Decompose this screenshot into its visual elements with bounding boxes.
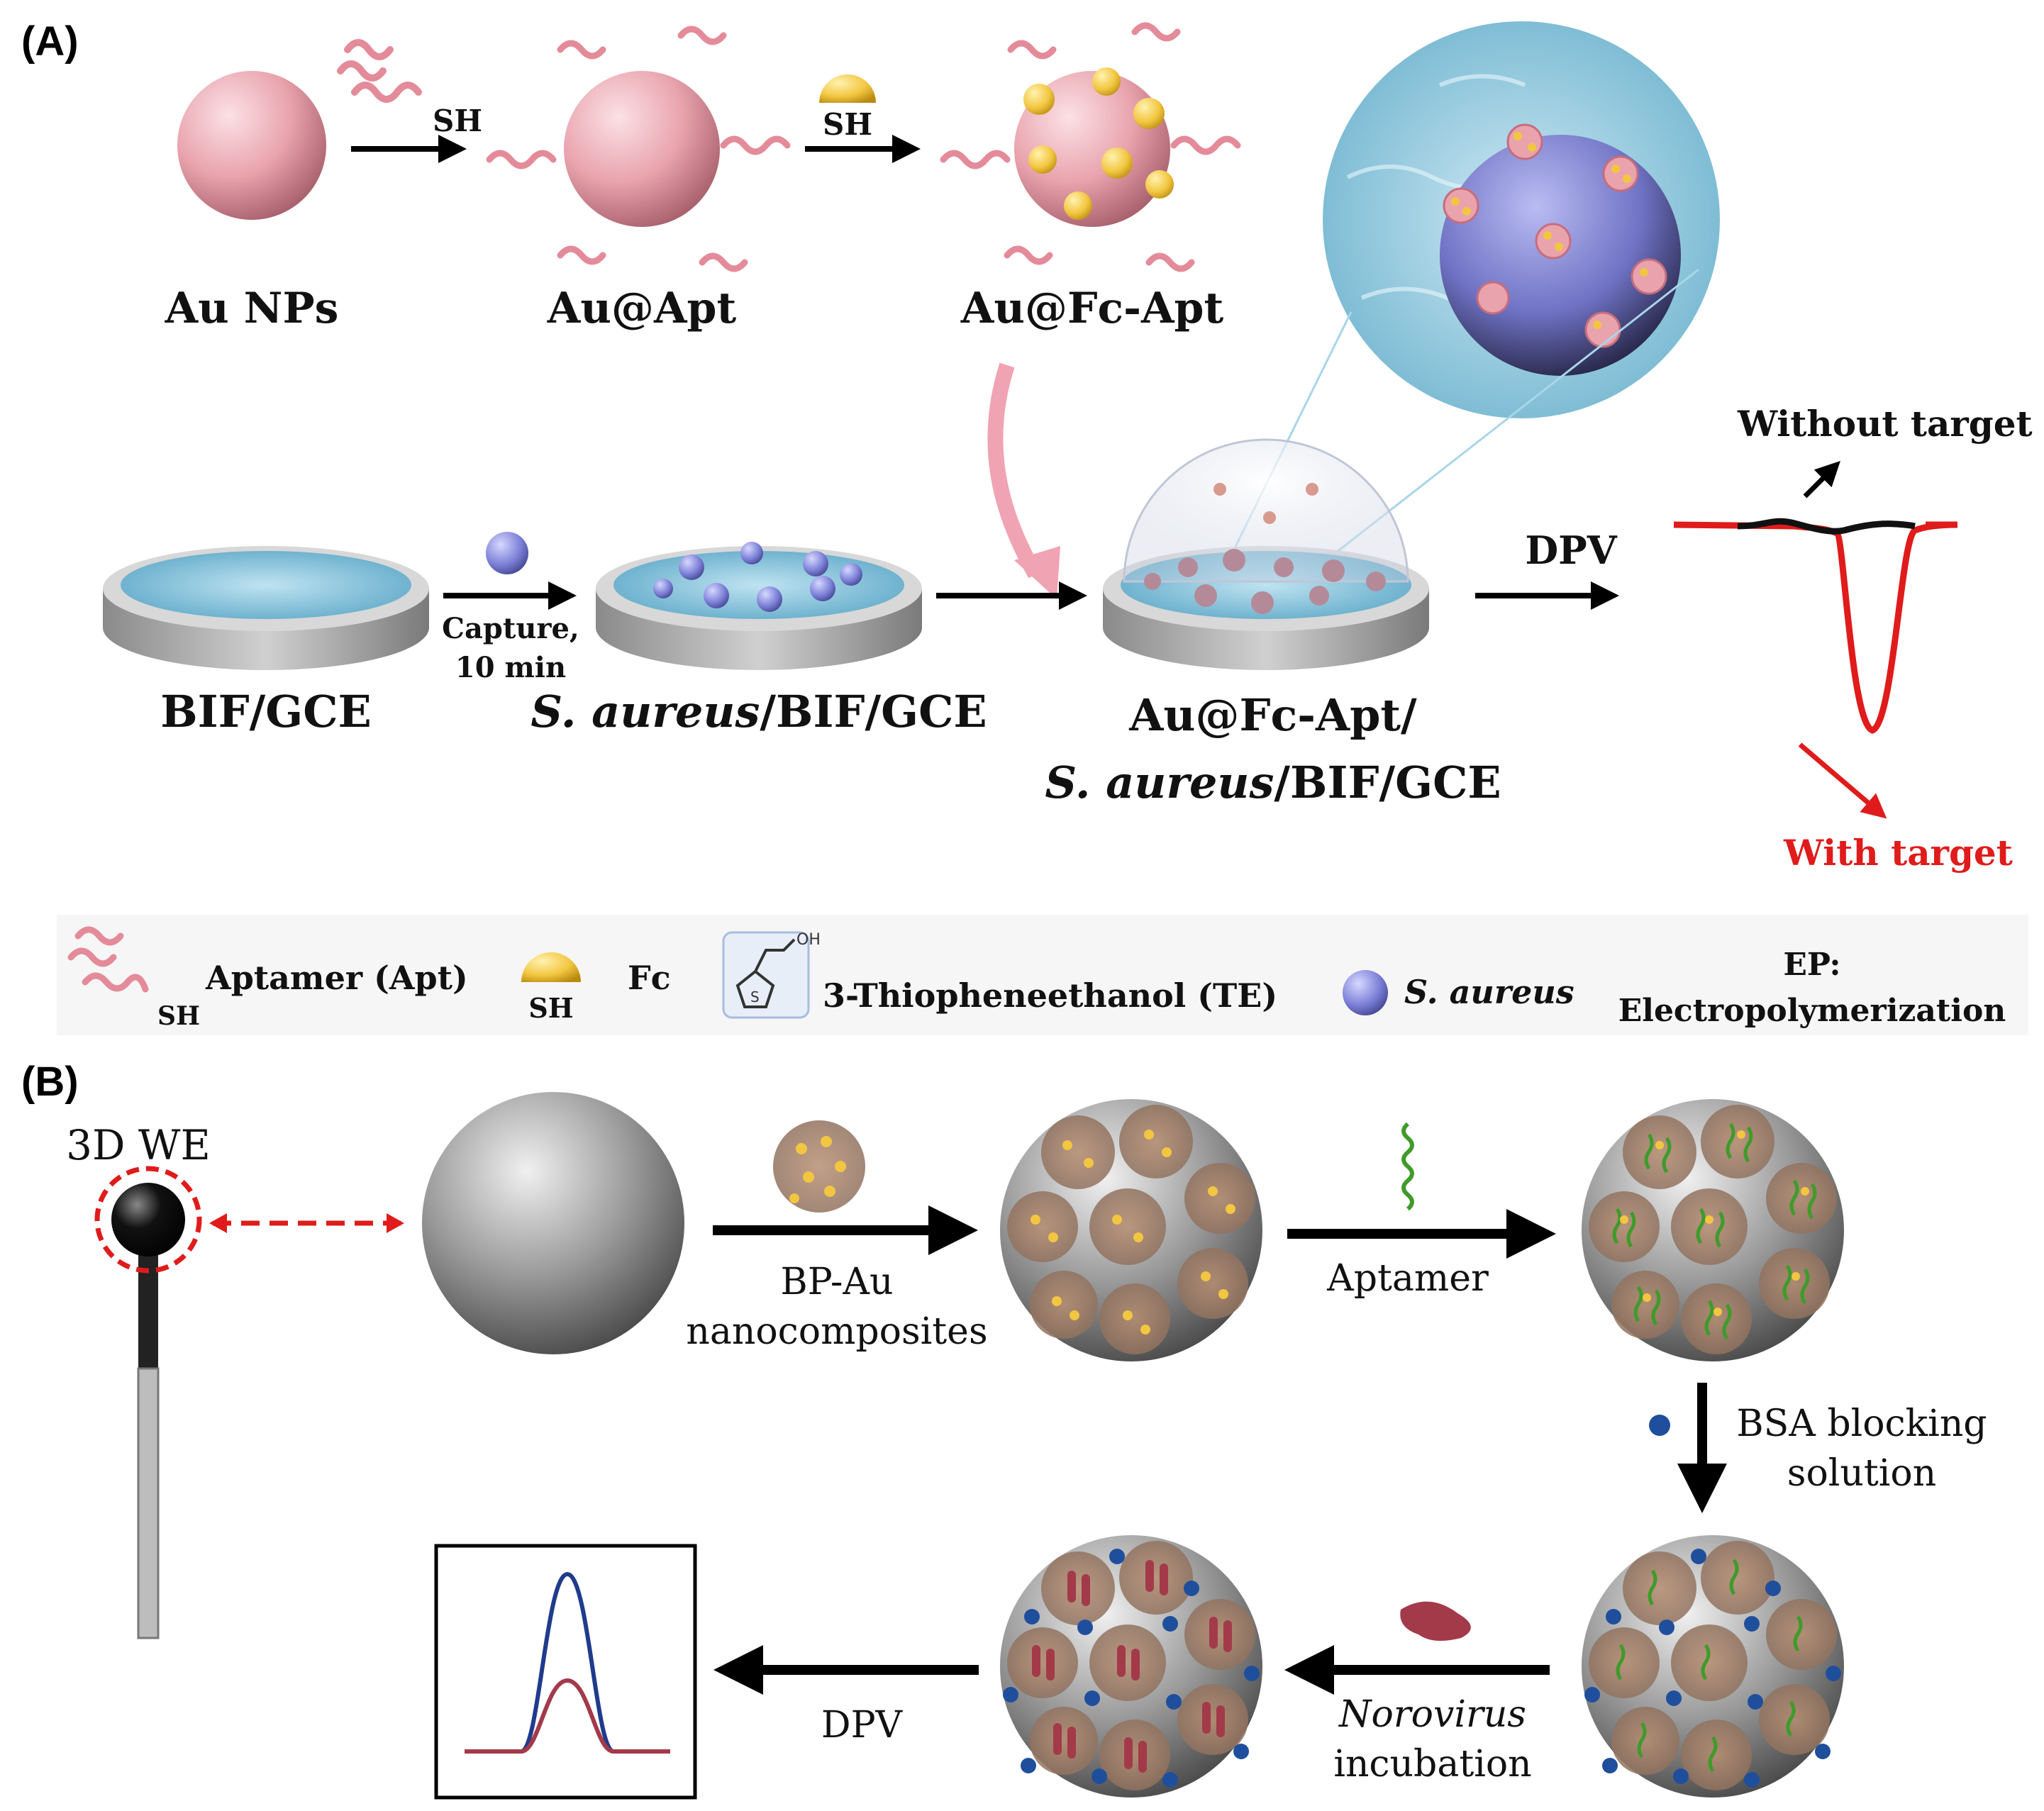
dashed-arrow-head-left	[209, 1213, 227, 1233]
legend-ep-line2: Electropolymerization	[1618, 993, 2006, 1029]
incubation-label: incubation	[1333, 1743, 1531, 1785]
disk-final-with-dome	[1103, 438, 1429, 670]
pink-curved-arrow	[987, 362, 1043, 579]
disk-bif-gce	[103, 546, 429, 670]
dpv-label-a: DPV	[1525, 528, 1617, 573]
s-aureus-italic-2: S. aureus	[1045, 757, 1274, 808]
sh-tag-2: SH	[823, 107, 872, 142]
magnified-view	[1323, 21, 1720, 418]
final-label-line1: Au@Fc-Apt/	[1128, 689, 1417, 741]
s-aureus-bif-gce-label: S. aureus/BIF/GCE	[531, 686, 987, 737]
legend-te-s: S	[750, 988, 760, 1005]
bif-gce-suffix-2: /BIF/GCE	[1274, 757, 1501, 808]
dpv-plot-a	[1673, 518, 1958, 734]
dpv-plot-b	[434, 1544, 697, 1800]
legend-aptamer-icon	[67, 926, 149, 993]
aptamer-sphere	[1582, 1099, 1844, 1361]
bsa-blocked-sphere	[1582, 1535, 1844, 1798]
legend-sh-2: SH	[528, 992, 573, 1024]
legend-ep-line1: EP:	[1783, 947, 1840, 983]
bsa-dot-icon	[1649, 1415, 1670, 1436]
legend-band	[57, 915, 2028, 1035]
legend-sh-1: SH	[157, 1001, 200, 1031]
capture-line1: Capture,	[442, 612, 579, 645]
au-nps-sphere	[177, 71, 326, 220]
we-label: 3D WE	[66, 1121, 211, 1169]
au-fc-apt-label: Au@Fc-Apt	[960, 284, 1224, 333]
pink-arrow-head	[1014, 546, 1060, 599]
legend-fc-icon	[521, 952, 581, 982]
grey-sphere	[422, 1092, 684, 1354]
bif-gce-label: BIF/GCE	[160, 686, 372, 737]
au-fc-apt-sphere	[940, 22, 1241, 272]
legend-te-oh: OH	[796, 931, 821, 949]
norovirus-icon	[1400, 1601, 1471, 1641]
bp-au-nanocomposite-icon	[773, 1120, 865, 1213]
bp-au-line1: BP-Au	[781, 1261, 894, 1303]
with-target-label: With target	[1783, 832, 2013, 874]
legend-s-aureus-label: S. aureus	[1404, 973, 1574, 1011]
au-nps-label: Au NPs	[165, 284, 339, 333]
panel-a-label: (A)	[21, 18, 79, 65]
arrow-without-target	[1803, 461, 1840, 498]
legend-aptamer-label: Aptamer (Apt)	[205, 959, 468, 997]
arrow-with-target	[1798, 742, 1887, 819]
norovirus-label: Norovirus	[1338, 1693, 1526, 1736]
dashed-arrow-head-right	[387, 1213, 404, 1233]
bp-au-line2: nanocomposites	[686, 1310, 987, 1353]
legend-te-structure-icon: OH S	[722, 931, 821, 1019]
legend-fc-label: Fc	[628, 959, 671, 997]
final-label-line2: S. aureus/BIF/GCE	[1045, 757, 1501, 808]
legend-s-aureus-icon	[1343, 970, 1388, 1015]
bsa-line1: BSA blocking	[1736, 1403, 1987, 1445]
au-apt-label: Au@Apt	[547, 284, 737, 333]
au-apt-sphere	[486, 26, 791, 272]
bsa-line2: solution	[1787, 1452, 1936, 1495]
aptamer-strand-icon	[337, 39, 422, 103]
3d-we-electrode	[94, 1166, 202, 1639]
s-aureus-capture-icon	[486, 532, 528, 574]
aptamer-green-icon	[1401, 1122, 1414, 1211]
disk-s-aureus-bif-gce	[596, 542, 922, 670]
dpv-label-b: DPV	[821, 1704, 904, 1746]
panel-b-label: (B)	[21, 1059, 79, 1105]
norovirus-bound-sphere	[1000, 1535, 1262, 1798]
s-aureus-italic-1: S. aureus	[531, 686, 760, 737]
without-target-label: Without target	[1737, 403, 2033, 445]
aptamer-label-b: Aptamer	[1326, 1257, 1489, 1300]
bp-au-sphere	[1000, 1099, 1262, 1361]
fc-icon	[819, 74, 876, 103]
legend-te-label: 3-Thiopheneethanol (TE)	[823, 976, 1277, 1015]
bif-gce-suffix-1: /BIF/GCE	[760, 686, 987, 737]
sh-tag-1: SH	[433, 104, 482, 138]
capture-line2: 10 min	[455, 651, 566, 684]
